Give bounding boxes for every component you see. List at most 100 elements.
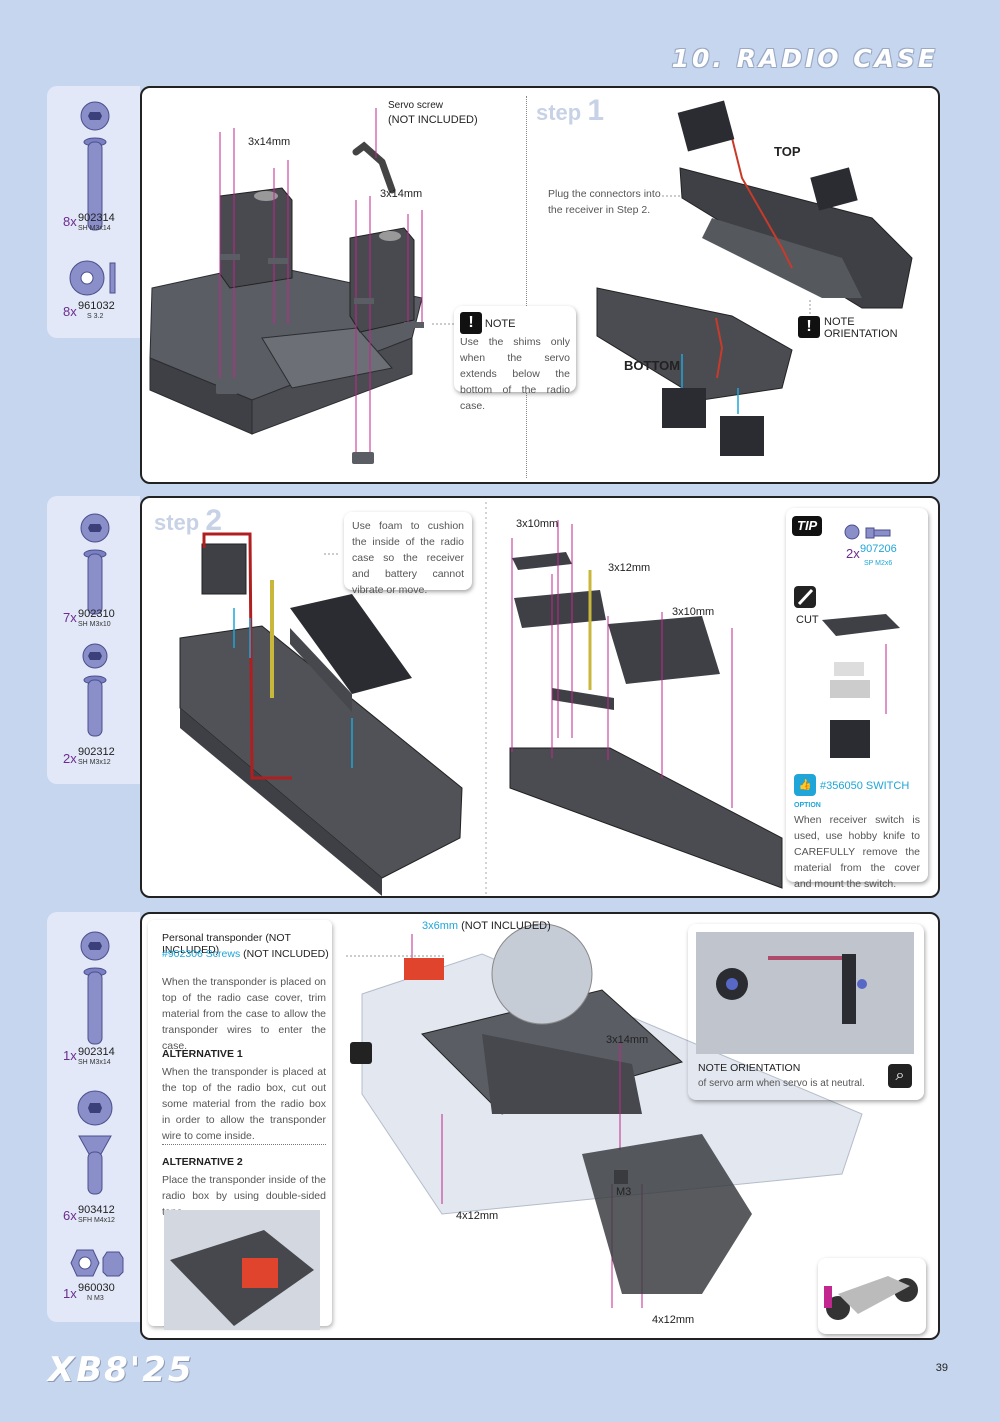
transponder-placement-drawing [164, 1210, 320, 1330]
part-qty: 1x [63, 1286, 77, 1301]
part-qty: 6x [63, 1208, 77, 1223]
tip-callout: TIP 2x 907206 SP M2x6 CUT 👍 #356050 SWIT… [786, 508, 928, 890]
screws-line: #902306 Screws (NOT INCLUDED) [162, 948, 329, 960]
bottom-label: BOTTOM [624, 358, 681, 373]
warning-icon: ! [798, 316, 820, 338]
transponder-title: Personal transponder (NOT INCLUDED) [162, 932, 291, 956]
orientation-note: ! NOTE ORIENTATION [798, 316, 898, 340]
screw-top-size: 3x6mm [422, 920, 459, 932]
screws-not-included: (NOT INCLUDED) [243, 948, 329, 960]
switch-text: When receiver switch is used, use hobby … [794, 814, 920, 890]
part-qty: 7x [63, 610, 77, 625]
part-code: 902314 [78, 212, 115, 224]
note-title: NOTE [484, 318, 516, 330]
chassis-drawing [163, 923, 914, 1327]
switch-code: #356050 SWITCH [820, 780, 910, 792]
alt1-title: ALTERNATIVE 1 [162, 1048, 243, 1060]
panel-step-2: step 2 Use foam to cushion the inside of… [140, 496, 940, 898]
parts-bar-1: 8x 902314 SH M3x14 8x 961032 S 3.2 [47, 86, 140, 338]
tip-desc: SP M2x6 [864, 560, 893, 567]
step-2-label: step 2 [154, 504, 222, 538]
part-qty: 8x [63, 214, 77, 229]
screw-top-ni: (NOT INCLUDED) [461, 920, 551, 932]
knife-icon [794, 586, 816, 608]
divider [162, 1144, 326, 1145]
transponder-info-callout: Personal transponder (NOT INCLUDED) #902… [148, 920, 332, 1330]
shims-note-callout: ! NOTE Use the shims only when the servo… [454, 306, 576, 412]
radio-case-exploded-drawing [149, 100, 913, 464]
screw-icon [80, 931, 110, 1045]
screw-size-label: 3x10mm [516, 518, 559, 530]
tip-qty: 2x [846, 546, 860, 561]
not-included-label: (NOT INCLUDED) [388, 114, 478, 126]
step-1-label: step 1 [536, 94, 604, 128]
magnifier-icon: ⌕ [888, 1064, 912, 1088]
part-code: 903412 [78, 1204, 115, 1216]
washer-icon [69, 260, 116, 296]
note-text: Use the shims only when the servo extend… [460, 336, 570, 412]
foam-callout: Use foam to cushion the inside of the ra… [344, 512, 472, 596]
screw-top-label: 3x6mm (NOT INCLUDED) [422, 920, 551, 932]
warning-icon: ! [460, 312, 482, 334]
part-desc: SH M3x14 [78, 1059, 111, 1066]
part-desc: N M3 [87, 1295, 104, 1302]
part-desc: SH M3x10 [78, 621, 111, 628]
servo-screw-label: Servo screw [388, 100, 444, 111]
receiver-battery-drawing [179, 502, 783, 896]
note-orient-line: ORIENTATION [824, 328, 898, 340]
orient-text: of servo arm when servo is at neutral. [698, 1078, 865, 1089]
cut-label: CUT [796, 614, 819, 626]
plug-text: Plug the connectors into the receiver in… [548, 188, 661, 216]
screw-icon [80, 513, 110, 615]
car-thumbnail [818, 1258, 926, 1334]
part-desc: SFH M4x12 [78, 1217, 115, 1224]
switch-drawing [822, 614, 900, 758]
screw-size-label: 4x12mm [456, 1210, 499, 1222]
alt2-text: Place the transponder inside of the radi… [162, 1174, 326, 1218]
screw-size-label: 3x14mm [380, 188, 423, 200]
servo-arm-orientation-callout: NOTE ORIENTATION of servo arm when servo… [688, 924, 924, 1100]
part-desc: SH M3x12 [78, 759, 111, 766]
step-word: step [154, 510, 200, 535]
part-desc: SH M3x14 [78, 225, 111, 232]
screw-icon [82, 643, 108, 737]
knife-icon [350, 1042, 372, 1064]
parts-bar-3: 1x 902314 SH M3x14 6x 903412 SFH M4x12 1… [47, 912, 140, 1322]
thumbs-up-icon: 👍 [794, 774, 816, 796]
car-icon [824, 1276, 918, 1320]
part-qty: 8x [63, 304, 77, 319]
page-number: 39 [935, 1362, 948, 1374]
transponder-intro: When the transponder is placed on top of… [162, 976, 326, 1052]
part-desc: S 3.2 [87, 313, 104, 320]
nut-icon [70, 1249, 124, 1277]
step-number: 1 [587, 94, 605, 127]
screw-size-label: 3x12mm [608, 562, 651, 574]
step-word: step [536, 100, 582, 125]
screw-icon [80, 101, 110, 231]
nut-label: M3 [616, 1186, 632, 1198]
alt1-text: When the transponder is placed at the to… [162, 1066, 326, 1142]
part-qty: 2x [63, 751, 77, 766]
screw-icon [844, 524, 891, 540]
option-label: OPTION [794, 802, 821, 809]
tip-code: 907206 [860, 543, 897, 555]
screw-size-label: 3x14mm [248, 136, 291, 148]
flat-screw-icon [77, 1090, 113, 1195]
part-code: 961032 [78, 300, 115, 312]
panel-transponder: Personal transponder (NOT INCLUDED) #902… [140, 912, 940, 1340]
note-orient-line: NOTE [824, 316, 855, 328]
top-label: TOP [774, 144, 801, 159]
step-number: 2 [205, 504, 223, 537]
tip-badge: TIP [792, 516, 823, 536]
orient-title: NOTE ORIENTATION [698, 1062, 801, 1074]
screw-size-label: 3x10mm [672, 606, 715, 618]
parts-bar-2: 7x 902310 SH M3x10 2x 902312 SH M3x12 [47, 496, 140, 784]
screws-code: #902306 Screws [162, 948, 241, 960]
part-code: 902312 [78, 746, 115, 758]
part-code: 960030 [78, 1282, 115, 1294]
part-qty: 1x [63, 1048, 77, 1063]
part-code: 902310 [78, 608, 115, 620]
part-code: 902314 [78, 1046, 115, 1058]
screw-size-label: 3x14mm [606, 1034, 649, 1046]
section-title: 10. RADIO CASE [671, 44, 938, 73]
